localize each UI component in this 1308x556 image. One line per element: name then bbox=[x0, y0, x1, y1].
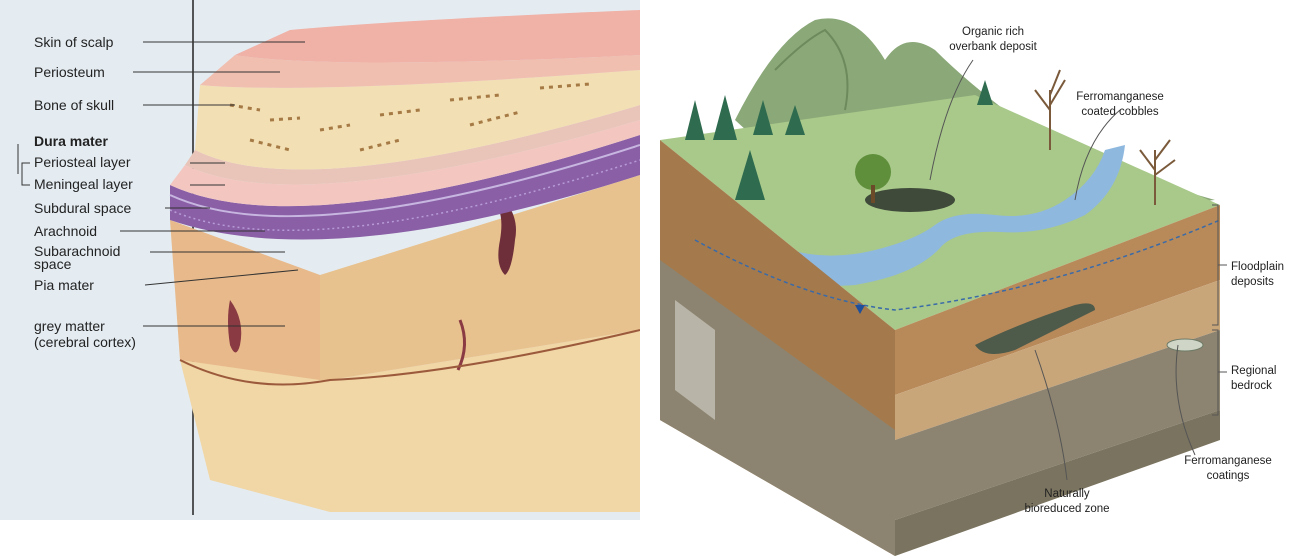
label-coated-cobbles: coated cobbles bbox=[1081, 106, 1159, 118]
organic-overbank-deposit bbox=[865, 188, 955, 212]
label-dura-mater: Dura mater bbox=[34, 133, 108, 149]
label-grey-matter: grey matter bbox=[34, 318, 105, 334]
label-skin-of-scalp: Skin of scalp bbox=[34, 34, 114, 50]
label-deposits: deposits bbox=[1231, 276, 1274, 288]
label-bedrock: bedrock bbox=[1231, 380, 1272, 392]
label-arachnoid: Arachnoid bbox=[34, 223, 97, 239]
label-periosteum: Periosteum bbox=[34, 64, 105, 80]
label-bone-of-skull: Bone of skull bbox=[34, 97, 114, 113]
label-overbank-deposit: overbank deposit bbox=[949, 41, 1037, 53]
label-subarachnoid-space: space bbox=[34, 256, 72, 272]
label-cerebral-cortex: (cerebral cortex) bbox=[34, 334, 136, 350]
label-ferromanganese-coatings: Ferromanganese bbox=[1184, 455, 1272, 467]
label-coatings: coatings bbox=[1207, 470, 1250, 482]
label-floodplain: Floodplain bbox=[1231, 261, 1284, 273]
ferromanganese-coatings-lens bbox=[1167, 339, 1203, 351]
floodplain-diagram: Organic rich overbank deposit Ferromanga… bbox=[655, 0, 1308, 556]
meninges-illustration: Skin of scalp Periosteum Bone of skull D… bbox=[0, 0, 640, 520]
label-subdural-space: Subdural space bbox=[34, 200, 132, 216]
label-bioreduced-zone: bioreduced zone bbox=[1024, 503, 1109, 515]
floodplain-illustration: Organic rich overbank deposit Ferromanga… bbox=[655, 0, 1308, 556]
label-ferromanganese-cobbles: Ferromanganese bbox=[1076, 91, 1164, 103]
label-meningeal-layer: Meningeal layer bbox=[34, 176, 133, 192]
label-periosteal-layer: Periosteal layer bbox=[34, 154, 131, 170]
label-pia-mater: Pia mater bbox=[34, 277, 94, 293]
label-naturally: Naturally bbox=[1044, 488, 1090, 500]
label-organic-rich: Organic rich bbox=[962, 26, 1024, 38]
label-regional: Regional bbox=[1231, 365, 1276, 377]
meninges-diagram: Skin of scalp Periosteum Bone of skull D… bbox=[0, 0, 640, 520]
